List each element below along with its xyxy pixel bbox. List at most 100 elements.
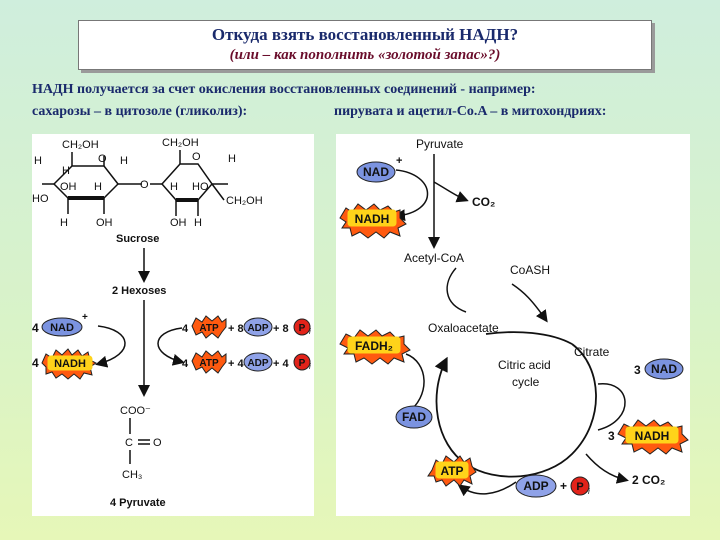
nad-coefficient: 4 bbox=[32, 321, 39, 335]
atom-ho-2: HO bbox=[192, 181, 209, 193]
arrow-nad-to-nadh bbox=[393, 169, 429, 222]
atp-row2-star bbox=[191, 350, 227, 374]
pyruvate-structure bbox=[129, 418, 150, 464]
nad-badge bbox=[356, 161, 396, 183]
nad-label: NAD bbox=[363, 165, 389, 179]
fad-label: FAD bbox=[402, 410, 426, 424]
pi-row2-badge bbox=[293, 353, 311, 371]
nadh-label: NADH bbox=[54, 358, 86, 370]
intro-line-2a: сахарозы – в цитозоле (гликолиз): bbox=[32, 104, 248, 119]
atom-h-7: H bbox=[170, 181, 178, 193]
nad-charge: + bbox=[396, 155, 402, 167]
atom-o-glycosidic: O bbox=[140, 179, 149, 191]
adp-row2-coefficient: + 4 bbox=[228, 358, 244, 370]
pyruvate-ch3: CH₃ bbox=[122, 469, 142, 481]
nad-badge bbox=[41, 317, 83, 337]
intro-line-2b: пирувата и ацетил-Co.A – в митохондриях: bbox=[334, 104, 607, 119]
coash-label: CoASH bbox=[510, 263, 550, 277]
sucrose-structure bbox=[42, 150, 228, 216]
pi-label: P bbox=[576, 481, 583, 493]
co2-2-label: 2 CO₂ bbox=[632, 473, 665, 487]
nadh3-inner bbox=[625, 426, 679, 444]
fructose-ch2oh2-bond bbox=[211, 183, 225, 201]
acetylcoa-label: Acetyl-CoA bbox=[404, 251, 464, 265]
nadh-label: NADH bbox=[355, 212, 390, 226]
atom-o-fructose: O bbox=[192, 151, 201, 163]
atp-label: ATP bbox=[440, 464, 463, 478]
citric-cycle-top-arc bbox=[485, 331, 573, 345]
pi-badge bbox=[570, 476, 590, 496]
glycolysis-diagram: CH₂OH O H H H OH H HO H OH O CH₂OH O H H… bbox=[32, 137, 311, 509]
adp-row1-coefficient: + 8 bbox=[228, 323, 244, 335]
fad-badge bbox=[395, 405, 433, 429]
adp-row2-badge bbox=[243, 352, 273, 372]
sucrose-label: Sucrose bbox=[116, 233, 159, 245]
krebs-diagram: Pyruvate NAD + NADH CO₂ Acetyl-CoA CoASH… bbox=[339, 137, 689, 498]
adp-row2-label: ADP bbox=[247, 358, 268, 369]
atom-h-8: H bbox=[194, 217, 202, 229]
atom-oh-1: OH bbox=[60, 181, 77, 193]
pyruvate-o: O bbox=[153, 437, 162, 449]
atom-h-6: H bbox=[228, 153, 236, 165]
nadh3-coefficient: 3 bbox=[608, 429, 615, 443]
arrow-2co2 bbox=[585, 453, 629, 484]
krebs-panel: Pyruvate NAD + NADH CO₂ Acetyl-CoA CoASH… bbox=[336, 134, 690, 516]
atom-h-2: H bbox=[120, 155, 128, 167]
plus-sign: + bbox=[560, 479, 567, 493]
arrow-fad-fadh2 bbox=[405, 353, 425, 415]
pi-row2-label: P bbox=[299, 358, 306, 369]
atom-oh-3: OH bbox=[170, 217, 187, 229]
atom-ch2oh-right: CH₂OH bbox=[226, 195, 263, 207]
arrow-nad3-nadh3 bbox=[597, 383, 626, 431]
pi-row1-label: P bbox=[299, 323, 306, 334]
atp-inner bbox=[435, 461, 469, 479]
atom-oh-2: OH bbox=[96, 217, 113, 229]
atp-row1-coefficient: 4 bbox=[182, 323, 189, 335]
pi-row2-sub: i bbox=[309, 362, 311, 371]
atom-h-3: H bbox=[62, 165, 70, 177]
fadh2-label: FADH₂ bbox=[355, 339, 393, 353]
adp-label: ADP bbox=[523, 479, 548, 493]
nadh3-label: NADH bbox=[635, 429, 670, 443]
citric-cycle-arc bbox=[434, 343, 597, 478]
pi-row2-coefficient: + 4 bbox=[273, 358, 289, 370]
intro-line-1: НАДН получается за счет окисления восста… bbox=[32, 82, 536, 97]
atom-h-4: H bbox=[94, 181, 102, 193]
pyruvate-coo: COO⁻ bbox=[120, 405, 151, 417]
nadh-inner bbox=[347, 209, 397, 227]
arrow-adp-to-atp bbox=[457, 481, 517, 497]
atp-row1-star bbox=[191, 315, 227, 339]
atp-row2-coefficient: 4 bbox=[182, 358, 189, 370]
atp-row2-label: ATP bbox=[199, 358, 219, 369]
atom-o-glucose: O bbox=[98, 153, 107, 165]
nad-label: NAD bbox=[50, 322, 74, 334]
nad-charge: + bbox=[82, 312, 88, 323]
atom-ch2oh-top: CH₂OH bbox=[162, 137, 199, 149]
oxaloacetate-label: Oxaloacetate bbox=[428, 321, 499, 335]
pi-sub: i bbox=[588, 487, 590, 496]
nadh-inner bbox=[47, 355, 93, 371]
hexoses-label: 2 Hexoses bbox=[112, 285, 166, 297]
pyruvate-label: 4 Pyruvate bbox=[110, 497, 166, 509]
nad3-badge bbox=[644, 358, 684, 380]
adp-row1-label: ADP bbox=[247, 323, 268, 334]
co2-label: CO₂ bbox=[472, 195, 495, 209]
atom-ch2oh-left: CH₂OH bbox=[62, 139, 99, 151]
arrow-co2 bbox=[433, 181, 469, 203]
page-title: Откуда взять восстановленный НАДН? bbox=[211, 25, 519, 44]
arrow-acetylcoa-entry bbox=[446, 267, 467, 313]
cycle-label-line1: Citric acid bbox=[498, 358, 551, 372]
pi-row1-sub: i bbox=[309, 327, 311, 336]
nad3-coefficient: 3 bbox=[634, 363, 641, 377]
atom-ho-1: HO bbox=[32, 193, 49, 205]
pyruvate-label: Pyruvate bbox=[416, 137, 464, 151]
pi-row1-badge bbox=[293, 318, 311, 336]
nadh-coefficient: 4 bbox=[32, 356, 39, 370]
pyruvate-c: C bbox=[125, 437, 133, 449]
title-box: Откуда взять восстановленный НАДН? (или … bbox=[78, 20, 652, 70]
adp-row1-badge bbox=[243, 317, 273, 337]
fadh2-inner bbox=[347, 336, 401, 354]
adp-badge bbox=[515, 474, 557, 498]
pi-row1-coefficient: + 8 bbox=[273, 323, 289, 335]
citrate-label: Citrate bbox=[574, 345, 610, 359]
